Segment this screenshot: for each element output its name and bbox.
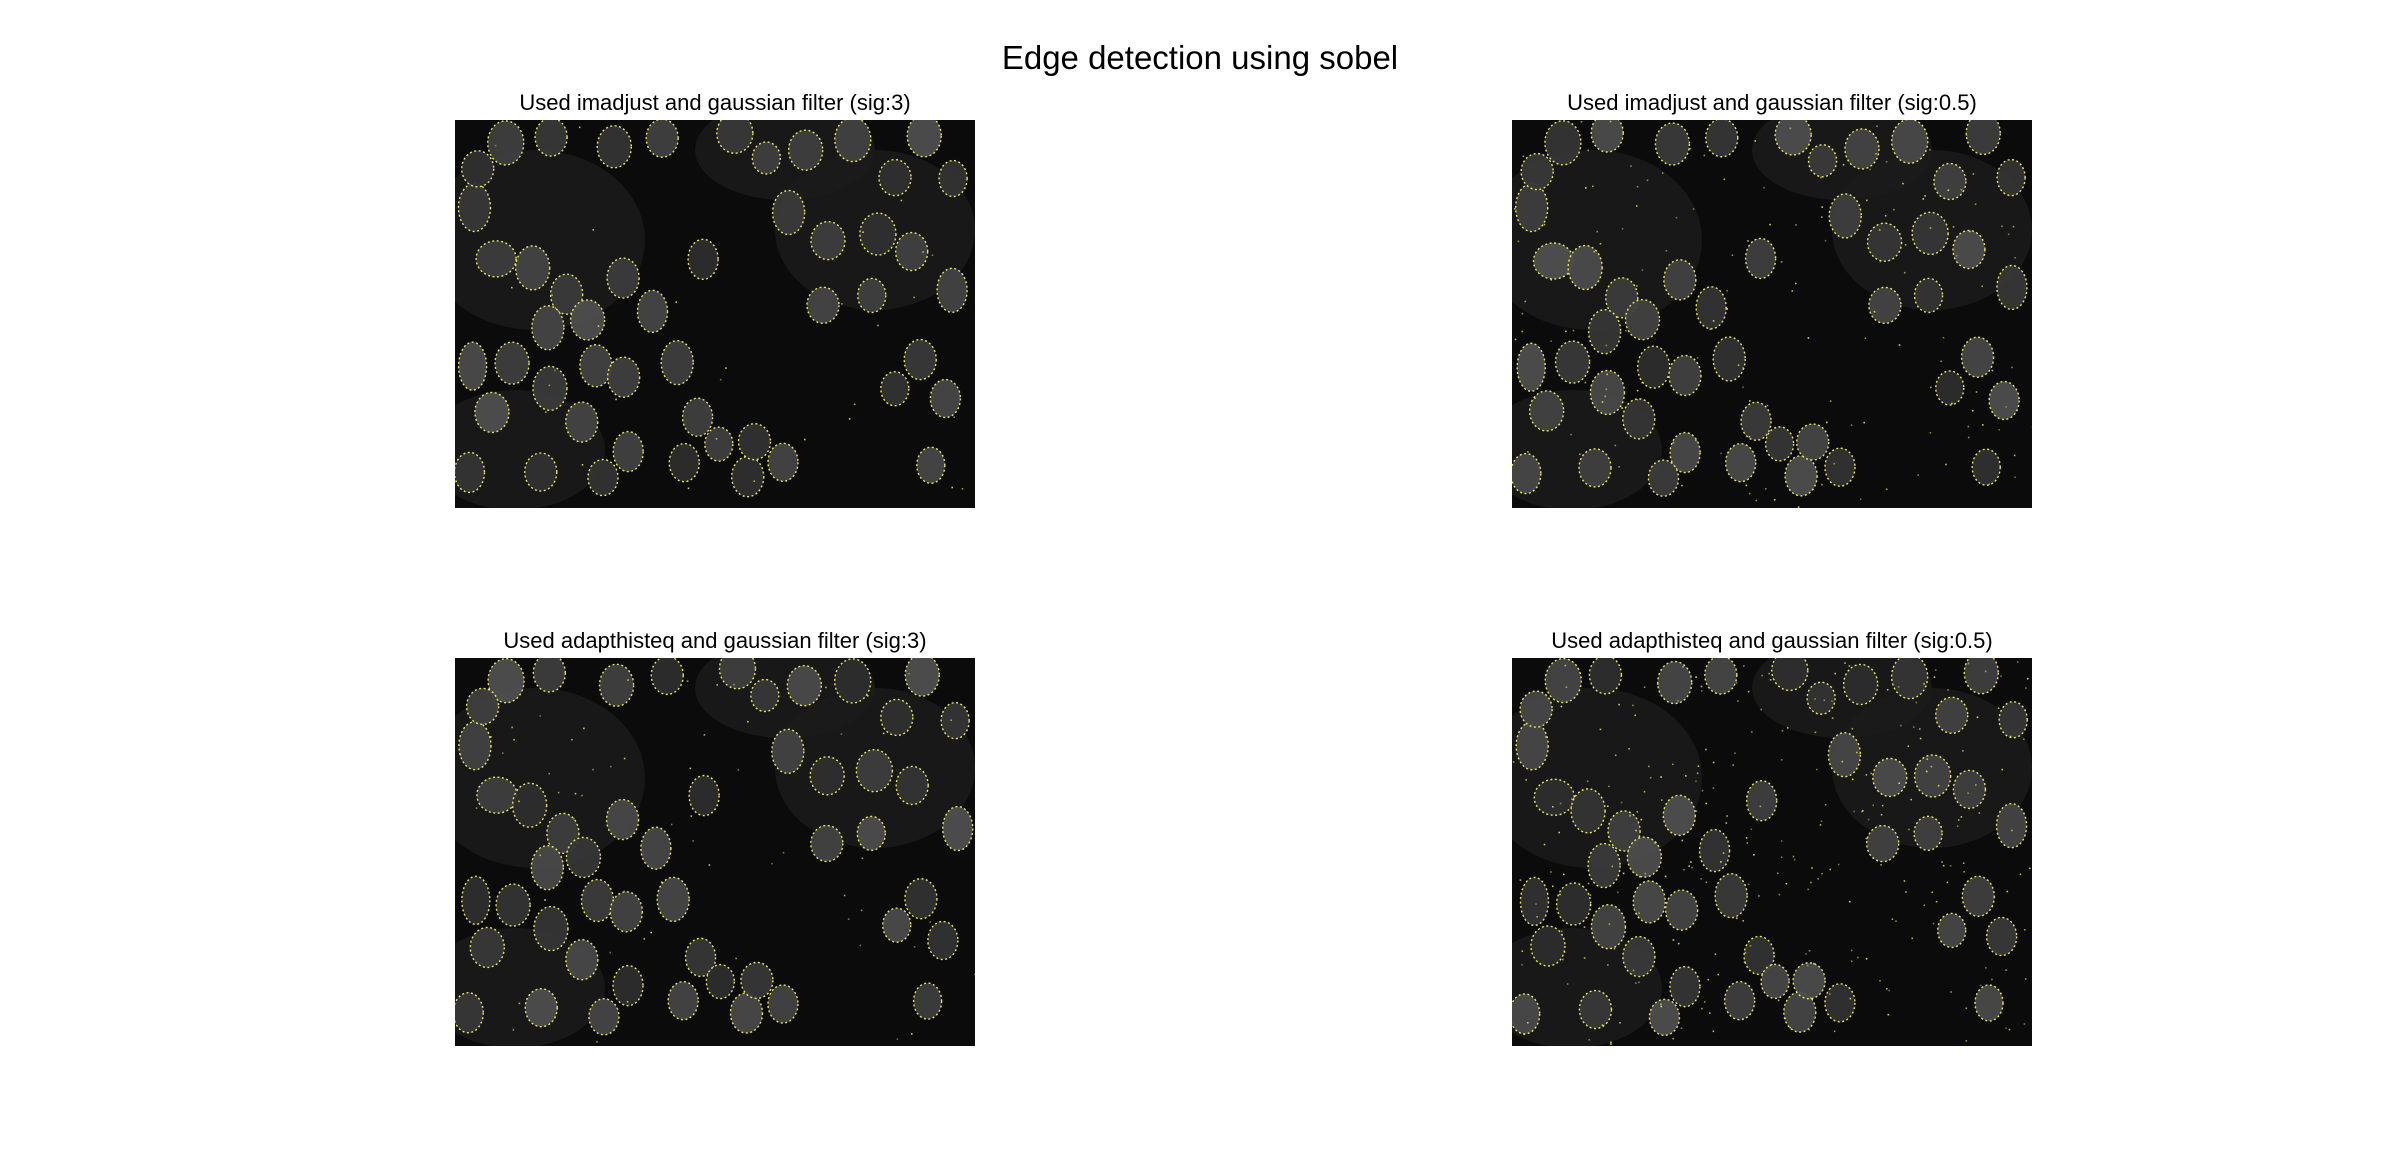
edge-image bbox=[1512, 658, 2032, 1046]
panel-title: Used adapthisteq and gaussian filter (si… bbox=[1551, 628, 1993, 653]
edge-image bbox=[1512, 120, 2032, 508]
panel-title: Used adapthisteq and gaussian filter (si… bbox=[503, 628, 927, 653]
figure-title: Edge detection using sobel bbox=[1001, 39, 1399, 76]
edge-image bbox=[455, 658, 975, 1046]
panel-title: Used imadjust and gaussian filter (sig:3… bbox=[519, 90, 911, 115]
edge-image bbox=[455, 120, 975, 508]
panel-title: Used imadjust and gaussian filter (sig:0… bbox=[1567, 90, 1977, 115]
